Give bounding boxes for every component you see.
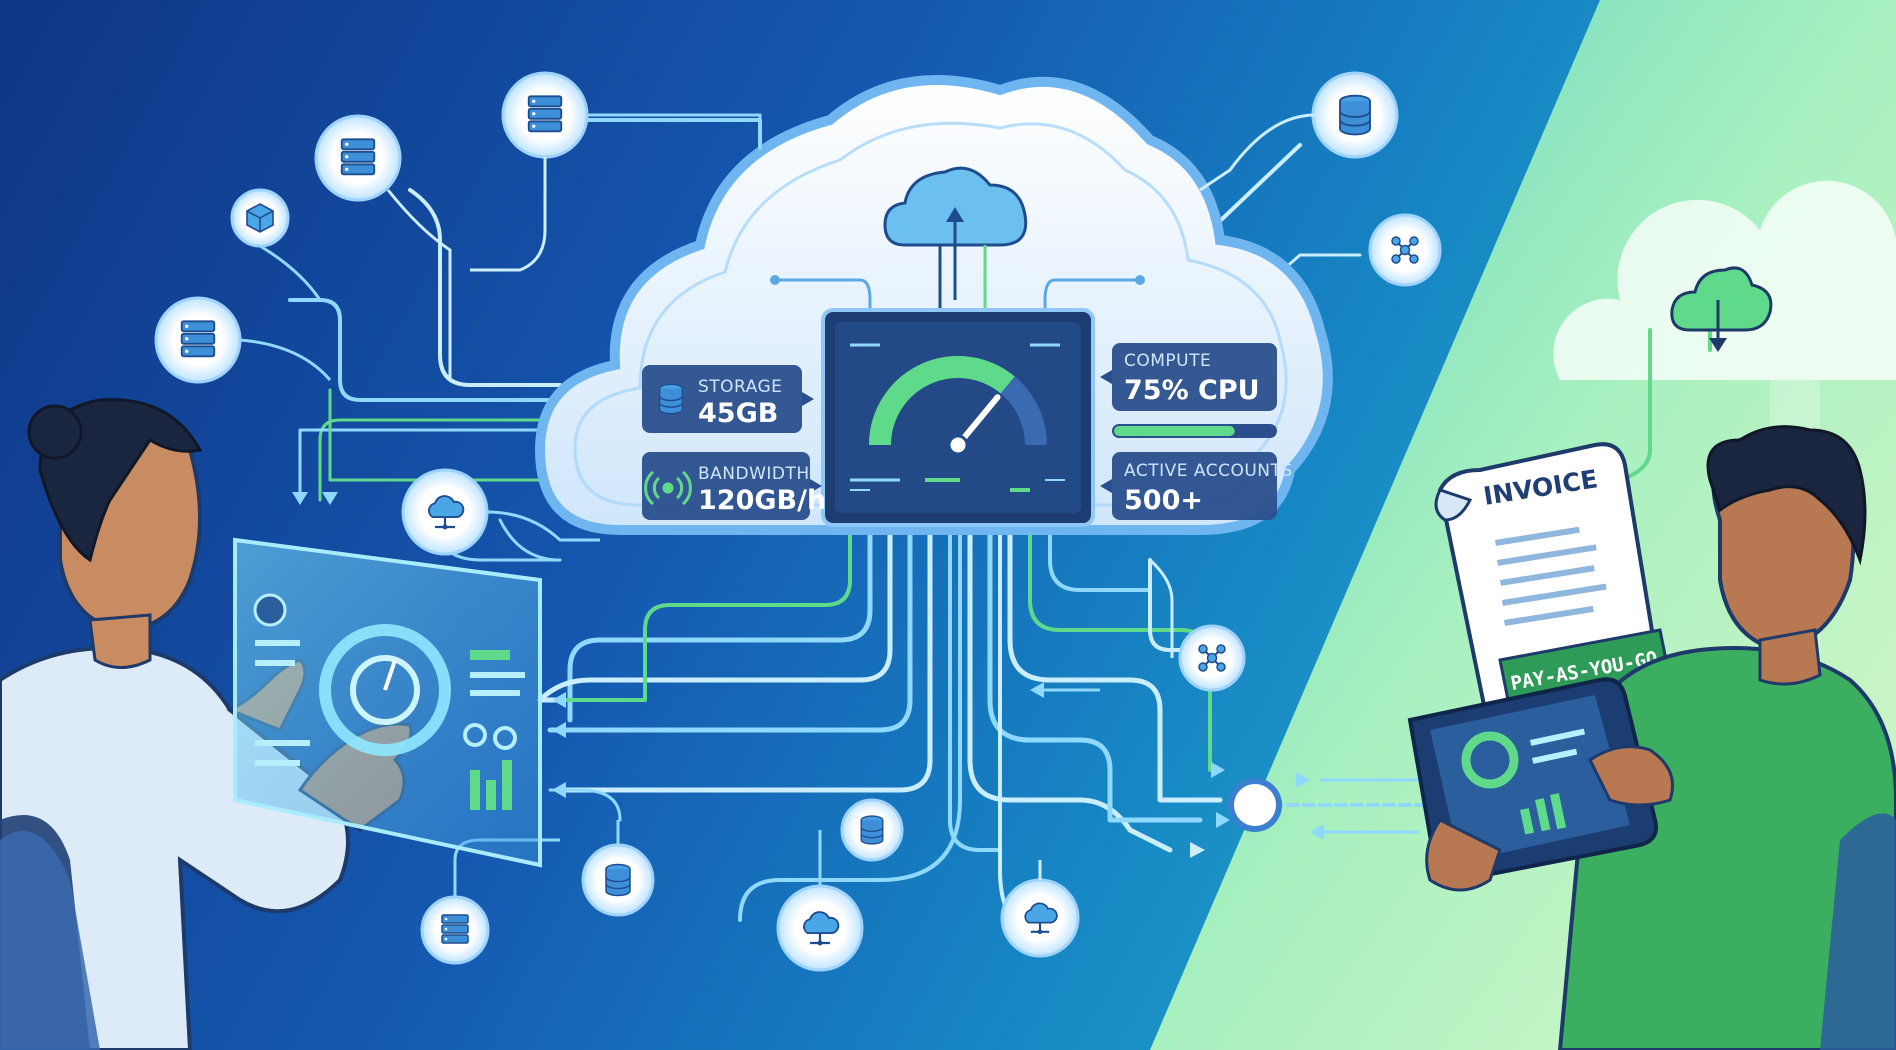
flow-arrows bbox=[292, 492, 1324, 858]
node-network-2 bbox=[1178, 624, 1246, 692]
cloud-download-icon bbox=[1670, 266, 1773, 352]
hands-right bbox=[1425, 745, 1674, 892]
server-icon bbox=[180, 320, 216, 358]
speedometer-icon bbox=[869, 356, 1047, 456]
storage-label: STORAGE bbox=[698, 377, 782, 397]
cloud-upload-icon bbox=[883, 166, 1028, 310]
node-cube bbox=[230, 188, 290, 248]
node-lines-extra bbox=[239, 113, 1316, 897]
node-database-3 bbox=[581, 843, 655, 917]
database-icon bbox=[1339, 94, 1371, 136]
chair-right bbox=[1820, 813, 1896, 1050]
server-icon bbox=[340, 138, 376, 176]
flow-arrow-lines bbox=[1040, 688, 1420, 834]
cloud-connectors bbox=[770, 275, 1145, 315]
signal-icon bbox=[644, 470, 692, 506]
storage-card: STORAGE 45GB bbox=[642, 365, 814, 433]
icon-nodes bbox=[154, 71, 1442, 972]
chair-left bbox=[0, 831, 100, 1050]
compute-value: 75% CPU bbox=[1124, 375, 1260, 406]
node-cloud-2 bbox=[776, 884, 864, 972]
bandwidth-label: BANDWIDTH bbox=[698, 464, 810, 484]
node-database-1 bbox=[1311, 71, 1399, 159]
node-server-3 bbox=[154, 296, 242, 384]
server-icon bbox=[527, 95, 563, 133]
cube-icon bbox=[246, 203, 274, 233]
central-monitor bbox=[821, 308, 1095, 527]
cpu-progress-bar bbox=[1112, 424, 1277, 438]
bandwidth-card: BANDWIDTH 120GB/h bbox=[642, 452, 826, 520]
compute-card: COMPUTE 75% CPU bbox=[1100, 343, 1277, 411]
node-cloud-1 bbox=[401, 468, 489, 556]
database-icon bbox=[860, 815, 884, 845]
compute-label: COMPUTE bbox=[1124, 351, 1211, 371]
bandwidth-value: 120GB/h bbox=[698, 485, 826, 516]
invoice-scroll: INVOICE PAY-AS-YOU-GO bbox=[1434, 442, 1672, 733]
node-database-2 bbox=[840, 798, 904, 862]
server-icon bbox=[441, 914, 469, 944]
database-icon bbox=[605, 863, 631, 897]
node-network-1 bbox=[1368, 213, 1442, 287]
accounts-label: ACTIVE ACCOUNTS bbox=[1124, 461, 1293, 481]
node-server-4 bbox=[420, 895, 490, 965]
node-server-2 bbox=[501, 71, 589, 159]
holographic-screen bbox=[233, 537, 542, 868]
tablet bbox=[1407, 677, 1658, 883]
node-server-1 bbox=[314, 114, 402, 202]
accounts-value: 500+ bbox=[1124, 485, 1203, 516]
node-cloud-3 bbox=[1000, 878, 1080, 958]
storage-value: 45GB bbox=[698, 398, 778, 429]
accounts-card: ACTIVE ACCOUNTS 500+ bbox=[1100, 452, 1293, 520]
node-connector-hub bbox=[1228, 778, 1282, 832]
